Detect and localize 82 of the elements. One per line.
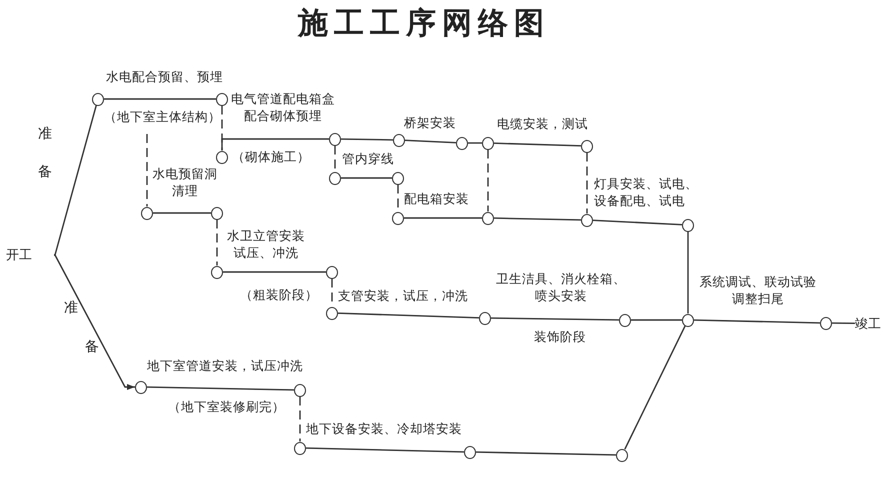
stage-label: 装饰阶段 — [534, 329, 586, 346]
connector-line — [468, 142, 482, 144]
connector-line — [687, 232, 689, 314]
event-circle — [211, 206, 223, 220]
event-circle — [616, 448, 628, 462]
activity-label: 电缆安装，测试 — [497, 116, 588, 133]
dashed-line — [487, 150, 489, 212]
connector-line — [306, 447, 464, 453]
event-circle — [326, 306, 338, 320]
diagram-title: 施工工序网络图 — [298, 6, 550, 42]
activity-label: 电气管道配电箱盒配合砌体预埋 — [230, 91, 336, 125]
activity-label: 水电预留洞清理 — [152, 166, 218, 200]
event-circle — [464, 446, 476, 458]
dashed-line — [146, 134, 148, 206]
event-circle — [482, 212, 494, 224]
connector-line — [221, 138, 329, 150]
connector-line — [104, 98, 216, 100]
event-circle — [294, 384, 306, 396]
event-circle — [581, 140, 593, 152]
event-circle — [619, 314, 631, 326]
event-circle — [392, 172, 404, 184]
connector-line — [341, 177, 392, 179]
connector-line — [338, 312, 480, 318]
milestone-label: 竣工 — [855, 315, 882, 332]
arrow — [54, 254, 135, 390]
event-circle — [329, 172, 341, 184]
milestone-label: 开工 — [6, 246, 54, 263]
event-circle — [581, 214, 593, 226]
connector-line — [631, 319, 682, 321]
connector-line — [624, 325, 686, 450]
activity-label: 管内穿线 — [342, 151, 394, 168]
dashed-line — [334, 146, 336, 172]
connector-line — [54, 105, 97, 256]
activity-label: 地下室管道安装，试压冲洗 — [147, 358, 303, 375]
event-circle — [482, 136, 494, 150]
connector-line — [404, 140, 456, 144]
activity-label: 灯具安装、试电、设备配电、试电 — [594, 176, 699, 210]
activity-label: 水卫立管安装试压、冲洗 — [226, 228, 306, 262]
event-circle — [211, 266, 223, 278]
dashed-line — [586, 152, 588, 214]
activity-label: 系统调试、联动试验调整扫尾 — [698, 274, 818, 308]
connector-line — [592, 220, 682, 226]
event-circle — [329, 132, 341, 146]
connector-line — [340, 138, 394, 141]
stage-label: （地下室主体结构） — [104, 109, 221, 126]
connector-line — [404, 217, 482, 219]
event-circle — [456, 136, 468, 150]
connector-line — [153, 212, 211, 214]
event-circle — [820, 316, 832, 330]
event-circle — [216, 150, 228, 164]
activity-label: 卫生洁具、消火栓箱、喷头安装 — [495, 271, 627, 305]
event-circle — [135, 380, 147, 394]
connector-line — [832, 322, 855, 324]
event-circle — [216, 92, 228, 106]
activity-label: 桥架安装 — [404, 115, 456, 132]
activity-label: 准备 — [64, 301, 99, 355]
dashed-line — [216, 220, 218, 266]
stage-label: （砌体施工） — [232, 149, 310, 166]
stage-label: （地下室装修刷完） — [168, 399, 285, 416]
connector-line — [476, 451, 616, 456]
connector-line — [494, 217, 582, 221]
event-circle — [294, 442, 306, 454]
event-circle — [326, 266, 338, 278]
event-circle — [682, 218, 694, 232]
event-circle — [92, 92, 104, 106]
connector-line — [146, 386, 294, 391]
event-circle — [393, 134, 405, 146]
event-circle — [682, 314, 694, 326]
activity-label: 地下设备安装、冷却塔安装 — [306, 421, 462, 438]
activity-label: 水电配合预留、预埋 — [106, 69, 223, 86]
event-circle — [479, 312, 491, 324]
connector-line — [223, 271, 326, 273]
activity-label: 支管安装，试压，冲洗 — [338, 288, 468, 305]
event-circle — [392, 212, 404, 224]
connector-line — [491, 317, 619, 321]
event-circle — [141, 206, 153, 220]
stage-label: （粗装阶段） — [240, 287, 318, 304]
activity-label: 配电箱安装 — [404, 191, 469, 208]
connector-line — [494, 142, 582, 146]
connector-line — [694, 319, 820, 324]
dashed-line — [299, 396, 301, 442]
activity-label: 准备 — [38, 127, 52, 180]
